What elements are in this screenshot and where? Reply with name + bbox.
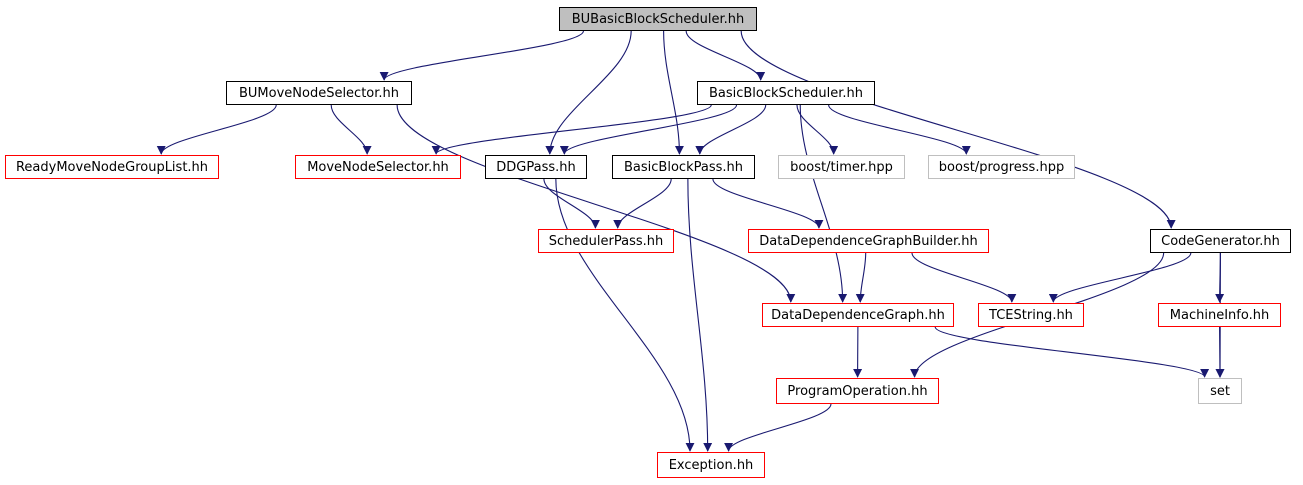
edge-root-to-bbpass xyxy=(663,30,684,155)
edge-bumns-to-rmngl xyxy=(156,104,277,155)
node-codegenerator[interactable]: CodeGenerator.hh xyxy=(1150,229,1291,253)
node-schedulerpass[interactable]: SchedulerPass.hh xyxy=(538,229,674,253)
edge-bbs-to-mns xyxy=(431,104,712,155)
edge-bbs-to-bbpass xyxy=(695,104,767,155)
edge-ddgb-to-tcestring xyxy=(911,252,1017,303)
edge-bumns-to-mns xyxy=(330,104,372,155)
edge-root-to-bbs xyxy=(685,30,766,81)
edge-bbs-to-ddgpass xyxy=(559,104,738,155)
edge-ddgpass-to-exception xyxy=(555,178,695,452)
node-boost-progress: boost/progress.hpp xyxy=(928,155,1075,179)
node-movenodeselector[interactable]: MoveNodeSelector.hh xyxy=(295,155,461,179)
edge-progop-to-exception xyxy=(724,403,832,452)
edge-bbs-to-ddg xyxy=(799,104,848,303)
node-readymovenodegrouplist[interactable]: ReadyMoveNodeGroupList.hh xyxy=(5,155,219,179)
edge-root-to-bumns xyxy=(379,30,584,81)
node-programoperation[interactable]: ProgramOperation.hh xyxy=(776,378,939,404)
edge-ddg-to-set xyxy=(934,326,1209,378)
edge-codegen-to-tcestring xyxy=(1048,252,1192,303)
edge-bbpass-to-ddgb xyxy=(712,178,824,229)
node-exception[interactable]: Exception.hh xyxy=(657,452,765,478)
edge-bumns-to-ddg xyxy=(396,104,796,303)
node-boost-timer: boost/timer.hpp xyxy=(778,155,905,179)
node-root-file: BUBasicBlockScheduler.hh xyxy=(559,7,757,31)
node-machineinfo[interactable]: MachineInfo.hh xyxy=(1158,303,1281,327)
node-datadependencegraphbuilder[interactable]: DataDependenceGraphBuilder.hh xyxy=(748,229,989,253)
edge-bbs-to-progress xyxy=(828,104,971,155)
edge-ddgpass-to-schedpass xyxy=(543,178,600,229)
edge-bbs-to-timer xyxy=(796,104,839,155)
node-basicblockpass[interactable]: BasicBlockPass.hh xyxy=(612,155,755,179)
edge-bbpass-to-exception xyxy=(687,178,713,452)
node-tcestring[interactable]: TCEString.hh xyxy=(978,303,1084,327)
edge-root-to-codegen xyxy=(740,30,1176,229)
node-bumovenodeselector[interactable]: BUMoveNodeSelector.hh xyxy=(226,81,412,105)
edge-bbpass-to-schedpass xyxy=(613,178,672,229)
node-datadependencegraph[interactable]: DataDependenceGraph.hh xyxy=(762,303,954,327)
node-ddgpass[interactable]: DDGPass.hh xyxy=(485,155,587,179)
edge-root-to-ddgpass xyxy=(545,30,632,155)
node-basicblockscheduler[interactable]: BasicBlockScheduler.hh xyxy=(697,81,875,105)
edge-ddgb-to-ddg xyxy=(855,252,867,303)
node-set: set xyxy=(1198,378,1242,404)
